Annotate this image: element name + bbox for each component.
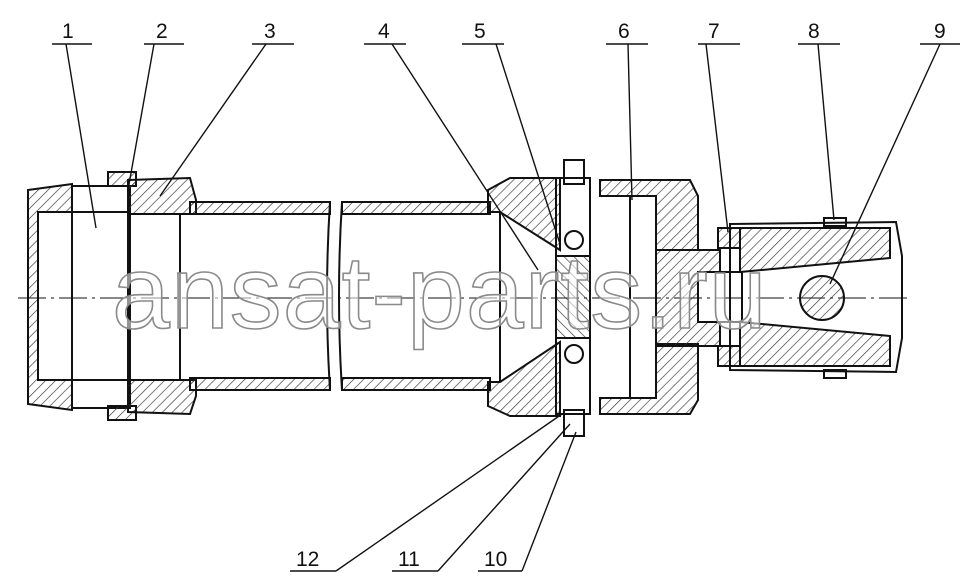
callout-3: 3 [264, 20, 276, 43]
part-8-sleeve [729, 217, 903, 379]
part-3-body [127, 176, 197, 416]
callout-labels: 1 2 3 4 5 6 7 8 9 10 11 12 [62, 20, 946, 571]
callout-11: 11 [398, 548, 420, 571]
callout-1: 1 [62, 20, 74, 43]
callout-7: 7 [708, 20, 720, 43]
part-1-nut [27, 182, 131, 412]
callout-10: 10 [484, 548, 507, 571]
tube-left [189, 201, 331, 391]
callout-8: 8 [808, 20, 820, 43]
callout-5: 5 [474, 20, 486, 43]
callout-12: 12 [296, 548, 319, 571]
leader-lines [52, 43, 960, 572]
callout-6: 6 [618, 20, 630, 43]
part-5-seat [555, 159, 591, 437]
part-9-pin [799, 275, 845, 321]
watermark-text: ansat-parts.ru [112, 235, 768, 351]
part-4-housing [487, 177, 561, 417]
callout-4: 4 [378, 20, 390, 43]
callout-9: 9 [934, 20, 946, 43]
callout-2: 2 [156, 20, 168, 43]
